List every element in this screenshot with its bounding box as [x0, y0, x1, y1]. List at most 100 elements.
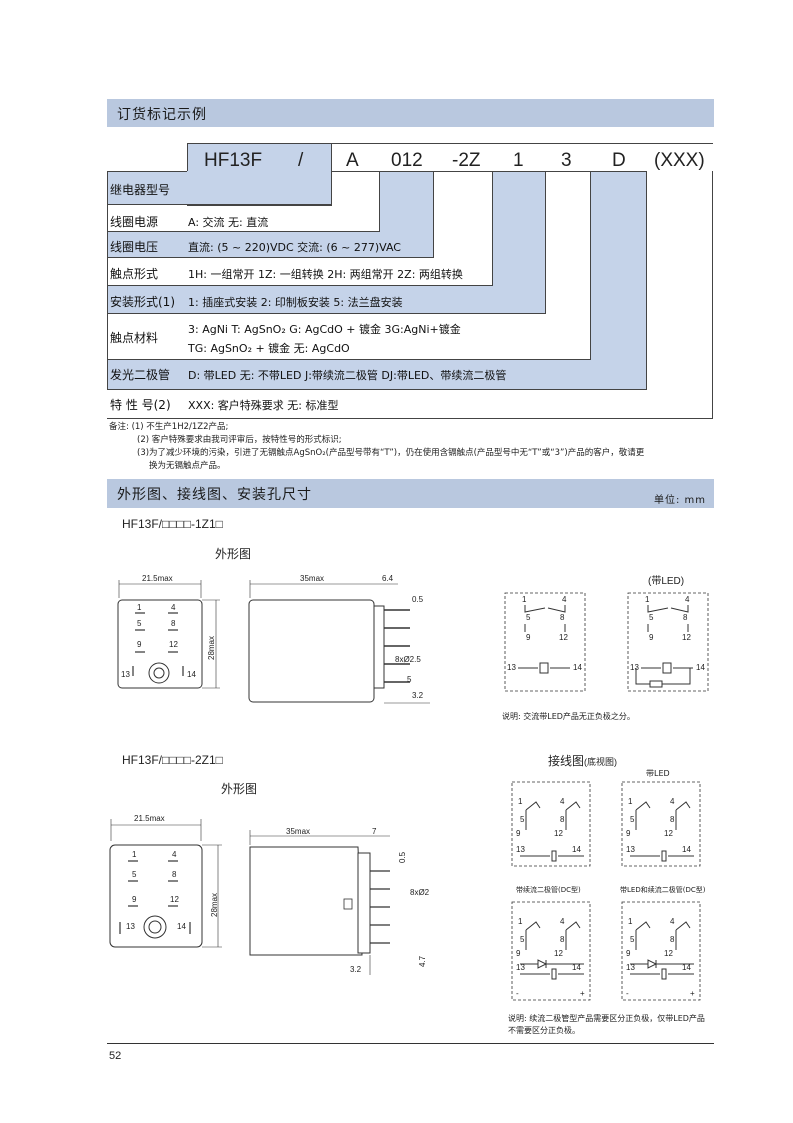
- svg-text:1: 1: [518, 797, 523, 806]
- svg-text:5: 5: [630, 935, 635, 944]
- svg-text:4: 4: [562, 595, 567, 604]
- row-label-model: 继电器型号: [110, 183, 171, 197]
- svg-text:4: 4: [685, 595, 690, 604]
- note-4: 换为无镉触点产品。: [149, 461, 226, 471]
- svg-text:4: 4: [670, 917, 675, 926]
- row-label-led: 发光二极管: [110, 368, 171, 382]
- svg-text:0.5: 0.5: [412, 595, 424, 604]
- svg-text:-: -: [626, 989, 629, 998]
- svg-text:14: 14: [572, 845, 581, 854]
- svg-text:28max: 28max: [207, 636, 216, 660]
- svg-text:13: 13: [507, 663, 516, 672]
- svg-text:5: 5: [630, 815, 635, 824]
- code-voltage: 012: [391, 150, 423, 171]
- svg-text:1: 1: [645, 595, 650, 604]
- svg-text:13: 13: [630, 663, 639, 672]
- svg-text:12: 12: [664, 829, 673, 838]
- svg-text:3.2: 3.2: [350, 965, 362, 974]
- svg-text:1: 1: [518, 917, 523, 926]
- svg-text:12: 12: [169, 640, 178, 649]
- label-diode-dc: 带续流二极管(DC型): [516, 885, 581, 894]
- row-text-material: 3: AgNi T: AgSnO₂ G: AgCdO + 镀金 3G:AgNi+…: [188, 323, 461, 336]
- row-label-voltage: 线圈电压: [110, 240, 159, 254]
- svg-text:5: 5: [520, 935, 525, 944]
- note-2: (2) 客户特殊要求由我司评审后，按特性号的形式标识;: [137, 435, 342, 445]
- svg-text:8: 8: [560, 935, 565, 944]
- svg-text:14: 14: [573, 663, 582, 672]
- svg-text:9: 9: [626, 829, 631, 838]
- row-label-power: 线圈电源: [110, 215, 159, 229]
- svg-text:6.4: 6.4: [382, 574, 394, 583]
- section-header-dimensions: 外形图、接线图、安装孔尺寸 单位: mm: [107, 479, 714, 508]
- svg-text:4: 4: [560, 797, 565, 806]
- section-title: 外形图、接线图、安装孔尺寸: [117, 487, 312, 503]
- svg-text:13: 13: [626, 963, 635, 972]
- svg-text:13: 13: [126, 922, 135, 931]
- svg-text:1: 1: [137, 603, 142, 612]
- code-power: A: [346, 150, 359, 171]
- svg-text:35max: 35max: [300, 574, 324, 583]
- svg-text:5: 5: [137, 619, 142, 628]
- svg-text:8: 8: [560, 815, 565, 824]
- svg-text:5: 5: [132, 870, 137, 879]
- model1-outline-title: 外形图: [215, 547, 252, 561]
- svg-text:+: +: [690, 989, 695, 998]
- model1-led-label: (带LED): [648, 576, 685, 587]
- code-special: (XXX): [654, 150, 705, 171]
- svg-text:5: 5: [526, 613, 531, 622]
- row-label-contact: 触点形式: [110, 267, 159, 281]
- stair-model-left: [107, 171, 331, 205]
- svg-text:1: 1: [522, 595, 527, 604]
- svg-text:9: 9: [516, 829, 521, 838]
- row-text-material-2: TG: AgSnO₂ + 镀金 无: AgCdO: [188, 342, 350, 355]
- svg-text:1: 1: [132, 850, 137, 859]
- svg-text:5: 5: [520, 815, 525, 824]
- svg-text:7: 7: [372, 827, 377, 836]
- model2-led-label: 带LED: [646, 769, 670, 778]
- footer-rule: [107, 1043, 714, 1044]
- ordering-code-diagram: [107, 143, 717, 419]
- svg-text:8: 8: [670, 815, 675, 824]
- svg-text:13: 13: [121, 670, 130, 679]
- svg-text:-: -: [516, 989, 519, 998]
- code-led: D: [612, 150, 626, 171]
- svg-text:8: 8: [172, 870, 177, 879]
- svg-text:8: 8: [171, 619, 176, 628]
- svg-text:9: 9: [649, 633, 654, 642]
- svg-text:14: 14: [187, 670, 196, 679]
- svg-text:9: 9: [626, 949, 631, 958]
- svg-text:12: 12: [682, 633, 691, 642]
- svg-text:8: 8: [560, 613, 565, 622]
- unit-label: 单位: mm: [653, 495, 706, 506]
- label-led-diode-dc: 带LED和续流二极管(DC型): [620, 885, 706, 894]
- svg-text:12: 12: [170, 895, 179, 904]
- svg-text:+: +: [580, 989, 585, 998]
- svg-text:13: 13: [516, 963, 525, 972]
- row-label-special: 特 性 号(2): [110, 398, 171, 412]
- svg-text:12: 12: [554, 829, 563, 838]
- svg-text:3.2: 3.2: [412, 691, 424, 700]
- svg-text:13: 13: [516, 845, 525, 854]
- code-mounting: 1: [513, 150, 524, 171]
- svg-text:14: 14: [696, 663, 705, 672]
- svg-text:8xØ2: 8xØ2: [410, 888, 430, 897]
- row-text-contact: 1H: 一组常开 1Z: 一组转换 2H: 两组常开 2Z: 两组转换: [188, 268, 463, 281]
- section-header-order: 订货标记示例: [107, 99, 714, 127]
- svg-text:4.7: 4.7: [418, 955, 427, 967]
- svg-text:35max: 35max: [286, 827, 310, 836]
- dim-width: 21.5max: [142, 574, 173, 583]
- svg-text:14: 14: [177, 922, 186, 931]
- svg-text:9: 9: [132, 895, 137, 904]
- model1-name: HF13F/□□□□-1Z1□: [122, 517, 223, 531]
- svg-text:1: 1: [628, 917, 633, 926]
- svg-text:0.5: 0.5: [398, 851, 407, 863]
- svg-text:9: 9: [137, 640, 142, 649]
- page-number: 52: [109, 1050, 122, 1062]
- svg-text:4: 4: [560, 917, 565, 926]
- row-text-led: D: 带LED 无: 不带LED J:带续流二极管 DJ:带LED、带续流二极管: [188, 369, 507, 382]
- svg-text:12: 12: [554, 949, 563, 958]
